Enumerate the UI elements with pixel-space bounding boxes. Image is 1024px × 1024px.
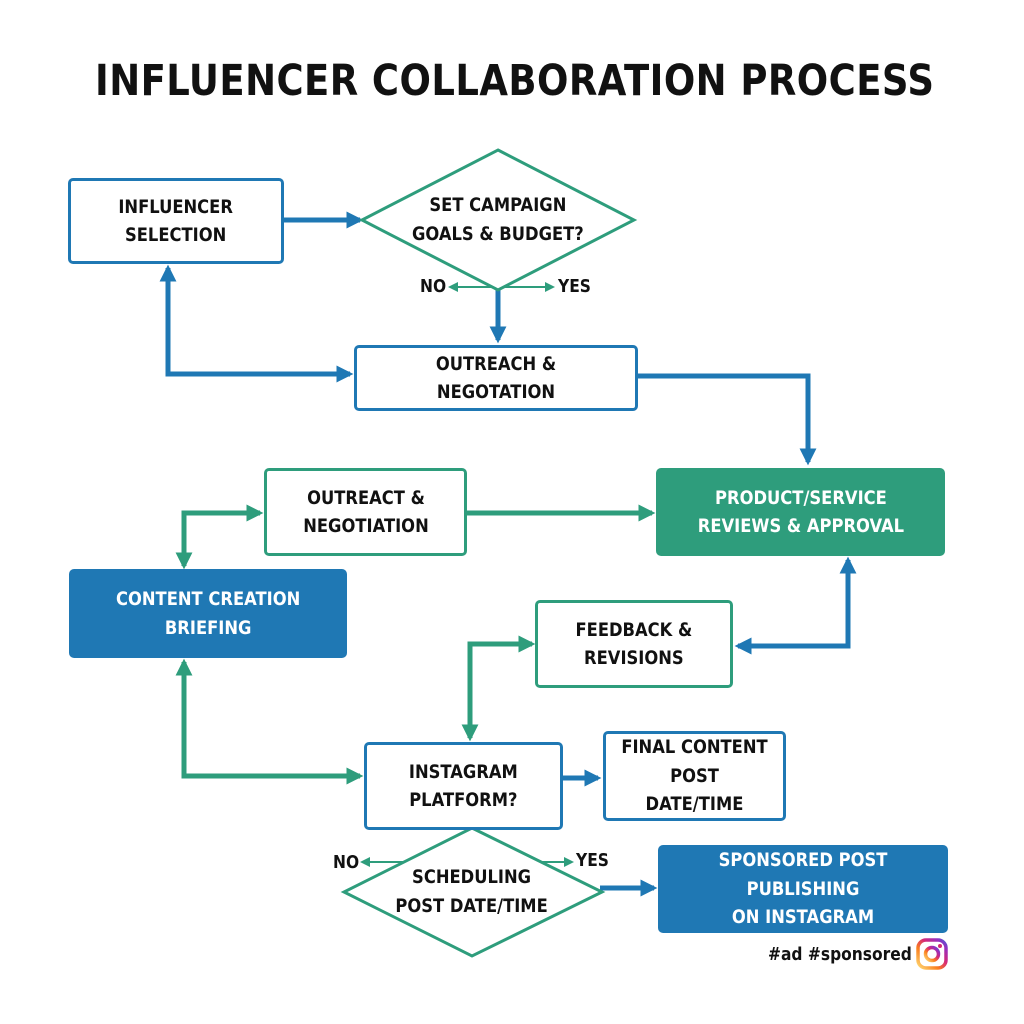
label-schedule-yes: YES [576,850,609,871]
diamond-scheduling [340,826,606,958]
node-label: INSTAGRAM PLATFORM? [409,760,518,812]
diamond-label-scheduling: SCHEDULING POST DATE/TIME [395,865,549,917]
node-content-creation-briefing: CONTENT CREATION BRIEFING [69,569,347,658]
label-goals-yes: YES [558,276,591,297]
node-label: SPONSORED POST PUBLISHING ON INSTAGRAM [718,849,888,929]
diamond-set-campaign-goals [358,148,638,292]
node-label: CONTENT CREATION BRIEFING [115,588,301,639]
node-instagram-platform: INSTAGRAM PLATFORM? [364,742,563,830]
arrow-outreach-to-reviews [638,373,817,466]
arrow-reviews-feedback-loop [734,556,857,655]
page-title: INFLUENCER COLLABORATION PROCESS [95,56,935,106]
node-label: INFLUENCER SELECTION [118,195,234,247]
arrow-content-instagram-loop [175,658,364,785]
label-goals-no: NO [420,276,447,297]
hashtags: #ad #sponsored [768,944,912,965]
arrow-feedback-instagram-loop [461,635,536,742]
node-label: OUTREACT & NEGOTIATION [302,486,429,538]
node-label: FINAL CONTENT POST DATE/TIME [621,736,768,816]
diamond-label-set-campaign-goals: SET CAMPAIGN GOALS & BUDGET? [412,193,584,245]
node-feedback-revisions: FEEDBACK & REVISIONS [535,600,733,688]
node-label: PRODUCT/SERVICE REVIEWS & APPROVAL [697,486,904,538]
node-sponsored-post-publishing: SPONSORED POST PUBLISHING ON INSTAGRAM [658,845,948,933]
node-outreach-negotiation-1: OUTREACH & NEGOTATION [354,345,638,411]
node-outreach-negotiation-2: OUTREACT & NEGOTIATION [264,468,467,556]
arrow-selection-outreach-loop [159,264,354,383]
node-label: FEEDBACK & REVISIONS [575,618,693,670]
label-schedule-no: NO [333,852,360,873]
node-final-content: FINAL CONTENT POST DATE/TIME [603,731,786,821]
node-product-service-reviews: PRODUCT/SERVICE REVIEWS & APPROVAL [656,468,945,556]
arrow-outreact-content-loop [175,504,264,570]
instagram-icon [916,938,948,970]
node-influencer-selection: INFLUENCER SELECTION [68,178,284,264]
node-label: OUTREACH & NEGOTATION [435,352,557,404]
